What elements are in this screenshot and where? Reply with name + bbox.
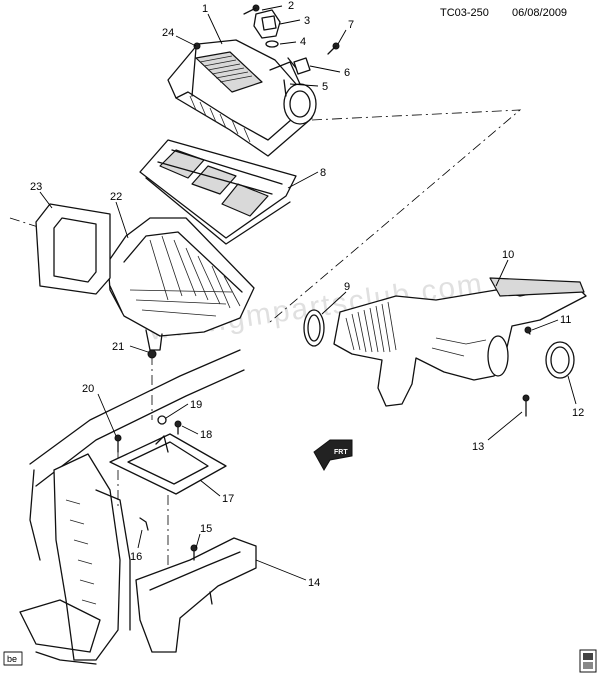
callout-17: 17 bbox=[222, 493, 234, 505]
front-direction-arrow: FRT bbox=[313, 439, 353, 471]
callout-10: 10 bbox=[502, 249, 514, 261]
leader-lines bbox=[39, 5, 577, 581]
diagram-date: 06/08/2009 bbox=[512, 7, 567, 19]
callout-22: 22 bbox=[110, 191, 122, 203]
callout-16: 16 bbox=[130, 551, 142, 563]
callout-14: 14 bbox=[308, 577, 320, 589]
callout-4: 4 bbox=[300, 36, 306, 48]
svg-text:FRT: FRT bbox=[334, 449, 348, 456]
callout-3: 3 bbox=[304, 15, 310, 27]
intake-duct-assembly bbox=[303, 277, 587, 417]
air-cleaner-upper-housing bbox=[167, 39, 317, 157]
callout-21: 21 bbox=[112, 341, 124, 353]
callout-11: 11 bbox=[560, 314, 571, 326]
callout-1: 1 bbox=[202, 3, 208, 15]
callout-7: 7 bbox=[348, 19, 354, 31]
callout-13: 13 bbox=[472, 441, 484, 453]
callout-8: 8 bbox=[320, 167, 326, 179]
callout-5: 5 bbox=[322, 81, 328, 93]
air-filter-element bbox=[139, 139, 297, 245]
housing-seal bbox=[35, 203, 111, 295]
callout-18: 18 bbox=[200, 429, 212, 441]
callout-9: 9 bbox=[344, 281, 350, 293]
air-cleaner-lower-housing bbox=[107, 217, 255, 351]
lower-support-bracket bbox=[135, 537, 257, 653]
callout-23: 23 bbox=[30, 181, 42, 193]
callout-15: 15 bbox=[200, 523, 212, 535]
diagram-code: TC03-250 bbox=[440, 7, 489, 19]
small-fasteners bbox=[114, 349, 198, 561]
mass-air-flow-sensor-group bbox=[243, 4, 340, 97]
callout-19: 19 bbox=[190, 399, 202, 411]
callout-2: 2 bbox=[288, 0, 294, 12]
housing-screw bbox=[191, 42, 201, 97]
corner-tag: be bbox=[3, 651, 23, 666]
svg-text:be: be bbox=[7, 654, 17, 664]
callout-6: 6 bbox=[344, 67, 350, 79]
mounting-bracket-plate bbox=[109, 433, 227, 495]
callout-24: 24 bbox=[162, 27, 174, 39]
callout-labels: 1 2 3 4 5 6 7 8 9 10 11 12 13 14 15 16 1… bbox=[30, 0, 584, 589]
callout-20: 20 bbox=[82, 383, 94, 395]
publisher-logo-icon bbox=[579, 649, 597, 673]
callout-12: 12 bbox=[572, 407, 584, 419]
vehicle-body-structure bbox=[19, 349, 245, 665]
